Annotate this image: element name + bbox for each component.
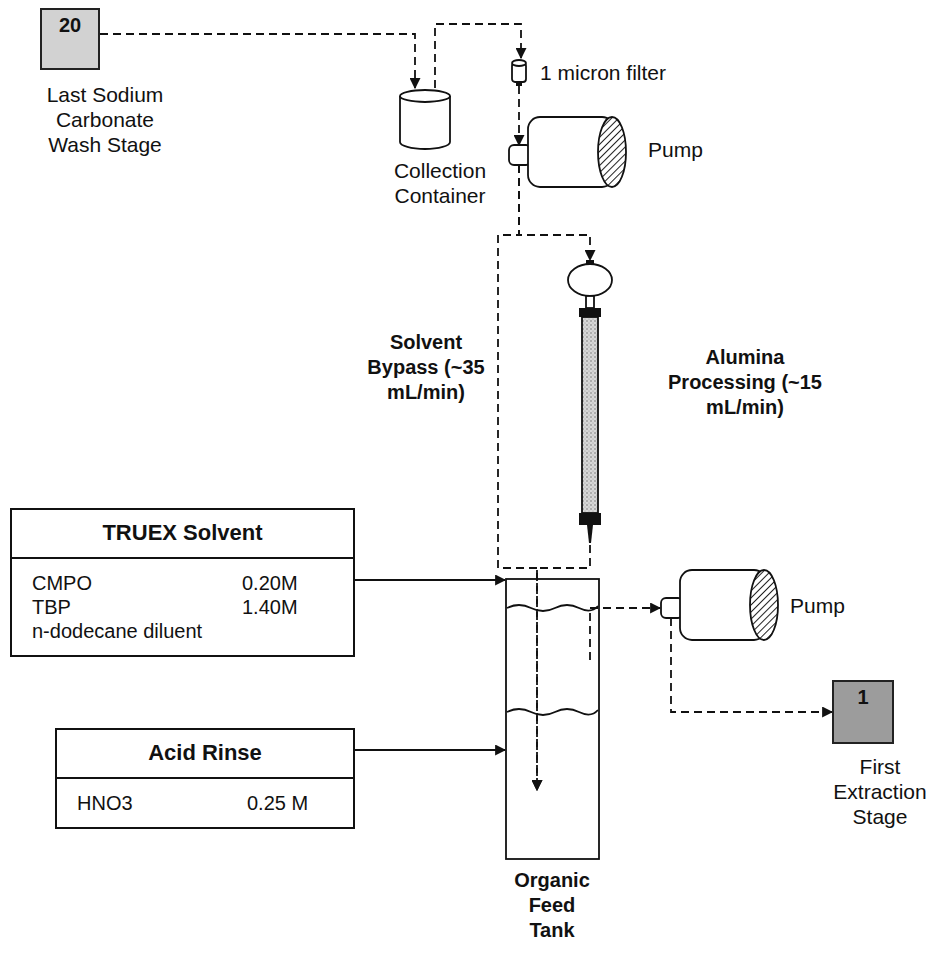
liquid-level [507,709,598,715]
table-title: Acid Rinse [65,740,345,766]
flow-line [355,749,505,751]
flow-line-dashed [498,165,537,790]
table-cell: 0.20M [242,571,341,595]
container-label: Collection Container [380,158,500,208]
acid-box: Acid RinseHNO30.25 M [55,728,355,829]
table-body: HNO30.25 M [57,779,353,827]
liquid-level [507,605,598,611]
pump-label: Pump [790,593,845,618]
solvent-box: TRUEX SolventCMPO0.20MTBP1.40Mn-dodecane… [10,508,355,657]
column-outline [566,260,614,545]
feed-tank: Organic Feed Tank [505,578,600,860]
edge-label: Solvent Bypass (~35 mL/min) [360,330,492,405]
table-cell: n-dodecane diluent [32,619,341,643]
table-body: CMPO0.20MTBP1.40Mn-dodecane diluent [12,559,353,655]
filter-top [512,60,526,66]
pump-label: Pump [648,137,703,162]
flow-line-dashed [435,24,521,88]
filter-label: 1 micron filter [540,60,666,85]
container-rim [400,90,450,102]
table-title: TRUEX Solvent [20,520,345,546]
stage-box: 1First Extraction Stage [832,680,894,744]
stage-number: 1 [834,685,892,709]
pump-face [598,117,626,187]
table-cell: 0.25 M [247,791,341,815]
column-cap [579,513,601,525]
pump-outline [508,115,628,190]
table-header: Acid Rinse [57,730,353,779]
tank-label: Organic Feed Tank [506,868,598,943]
flow-line-dashed [590,608,660,660]
pump-face [750,570,778,640]
stage-box: 20Last Sodium Carbonate Wash Stage [40,8,100,70]
tank-wall [506,579,599,859]
filter: 1 micron filter [510,58,528,86]
table-cell: TBP [32,595,242,619]
table-header: TRUEX Solvent [12,510,353,559]
stage-label: Last Sodium Carbonate Wash Stage [35,82,175,157]
flow-line-dashed [100,34,415,88]
tank-outline [505,578,600,860]
container-body [400,96,450,149]
column-tip [587,525,593,543]
pump-outline [660,568,780,643]
filter-outlet [516,82,522,86]
container-outline [398,88,452,150]
column-neck [586,296,594,308]
column-bed [582,317,598,513]
table-cell: 1.40M [242,595,341,619]
filter-outline [510,58,528,86]
column-label: Alumina Processing (~15 mL/min) [665,345,825,420]
stage-label: First Extraction Stage [827,754,933,829]
pump: Pump [660,568,780,643]
collection-container: Collection Container [398,88,452,150]
pump: Pump [508,115,628,190]
stage-number: 20 [42,13,98,37]
flow-line-dashed [518,86,520,145]
alumina-column: Alumina Processing (~15 mL/min) [566,260,614,545]
flow-line-dashed [537,545,590,790]
table-cell: CMPO [32,571,242,595]
table-cell: HNO3 [77,791,247,815]
column-reservoir [568,264,612,296]
flow-line [355,579,505,581]
column-cap [579,308,601,317]
